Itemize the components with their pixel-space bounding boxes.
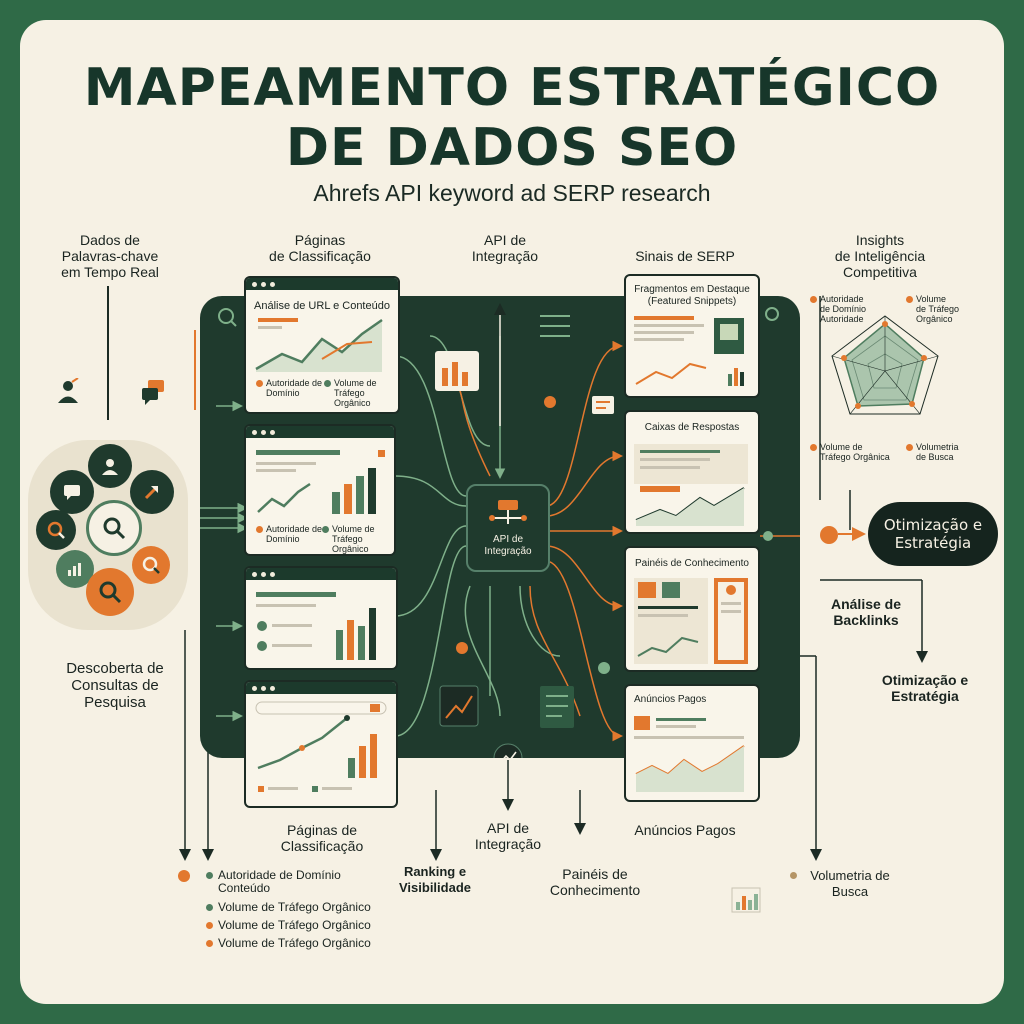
flow-lines <box>200 303 800 758</box>
legend-organic-traffic-2: Volume de Tráfego Orgânico <box>218 918 371 932</box>
window-title: Painéis de Conhecimento <box>635 558 749 569</box>
window-answer-boxes[interactable]: Caixas de Respostas <box>624 410 760 534</box>
window-paid-ads[interactable]: Anúncios Pagos <box>624 684 760 802</box>
legend-content: Conteúdo <box>218 881 271 895</box>
bar-chart-icon <box>256 592 376 660</box>
window-featured-snippets[interactable]: Fragmentos em Destaque(Featured Snippets… <box>624 274 760 398</box>
label-keywords-realtime: Dados de Palavras-chave em Tempo Real <box>61 232 159 280</box>
window-titlebar <box>246 682 396 694</box>
window-title: Análise de URL e Conteúdo <box>254 300 390 312</box>
line-chart-icon <box>255 318 383 372</box>
window-titlebar <box>246 426 394 438</box>
window-title: Fragmentos em Destaque(Featured Snippets… <box>634 284 750 307</box>
label-paid-ads: Anúncios Pagos <box>634 822 736 838</box>
legend-dot <box>256 526 263 533</box>
speech-bubble-icon <box>142 380 168 410</box>
legend-organic-traffic-3: Volume de Tráfego Orgânico <box>218 936 371 950</box>
legend-dot <box>324 380 331 387</box>
legend-dot-main <box>178 870 190 882</box>
label-serp-signals: Sinais de SERP <box>635 248 735 264</box>
knowledge-panel-icon <box>634 578 748 664</box>
person-icon <box>56 377 80 408</box>
legend-dot <box>206 872 213 879</box>
mini-bar-chart-icon <box>731 887 761 913</box>
legend-organic-traffic-1: Volume de Tráfego Orgânico <box>218 900 371 914</box>
label-query-discovery: Descoberta de Consultas de Pesquisa <box>66 660 164 711</box>
ads-chart-icon <box>634 716 745 792</box>
label-api-top: API de Integração <box>471 232 539 264</box>
window-title: Anúncios Pagos <box>634 694 707 705</box>
legend-dot <box>322 526 329 533</box>
analytics-search-icon <box>36 510 76 550</box>
answer-box-chart-icon <box>634 444 748 526</box>
bar-line-chart-icon <box>256 450 385 514</box>
competitive-radar-chart <box>831 315 939 415</box>
user-icon <box>88 444 132 488</box>
radar-dot <box>906 296 913 303</box>
cursor-icon <box>130 470 174 514</box>
legend-dot <box>256 380 263 387</box>
big-search-icon <box>86 568 134 616</box>
subtitle: Ahrefs API keyword ad SERP research <box>313 180 711 206</box>
legend-dot <box>790 872 797 879</box>
window-bar-chart[interactable] <box>244 566 398 670</box>
trend-chart-icon <box>255 701 387 792</box>
window-titlebar <box>246 278 398 290</box>
legend-dot <box>206 904 213 911</box>
radar-dot <box>906 444 913 451</box>
window-trend-chart[interactable] <box>244 680 398 808</box>
legend-dot <box>206 922 213 929</box>
snippet-chart-icon <box>634 316 744 386</box>
window-titlebar <box>246 568 396 580</box>
output-node <box>820 526 838 544</box>
title-line-1: MAPEAMENTO ESTRATÉGICO <box>83 58 941 118</box>
window-title: Caixas de Respostas <box>644 422 740 433</box>
orange-search-icon <box>132 546 170 584</box>
hub-network-icon <box>489 500 527 524</box>
title-line-2: DE DADOS SEO <box>285 118 739 178</box>
legend-dot <box>206 940 213 947</box>
label-competitive-insights: Insights de Inteligência Competitiva <box>834 232 926 280</box>
chat-icon <box>50 470 94 514</box>
label-ranking-pages-top: Páginas de Classificação <box>269 232 371 264</box>
legend-domain-authority: Autoridade de Domínio <box>218 868 341 882</box>
search-icon <box>86 500 142 556</box>
window-knowledge-panels[interactable]: Painéis de Conhecimento <box>624 546 760 672</box>
radar-dot <box>810 444 817 451</box>
radar-dot <box>810 296 817 303</box>
